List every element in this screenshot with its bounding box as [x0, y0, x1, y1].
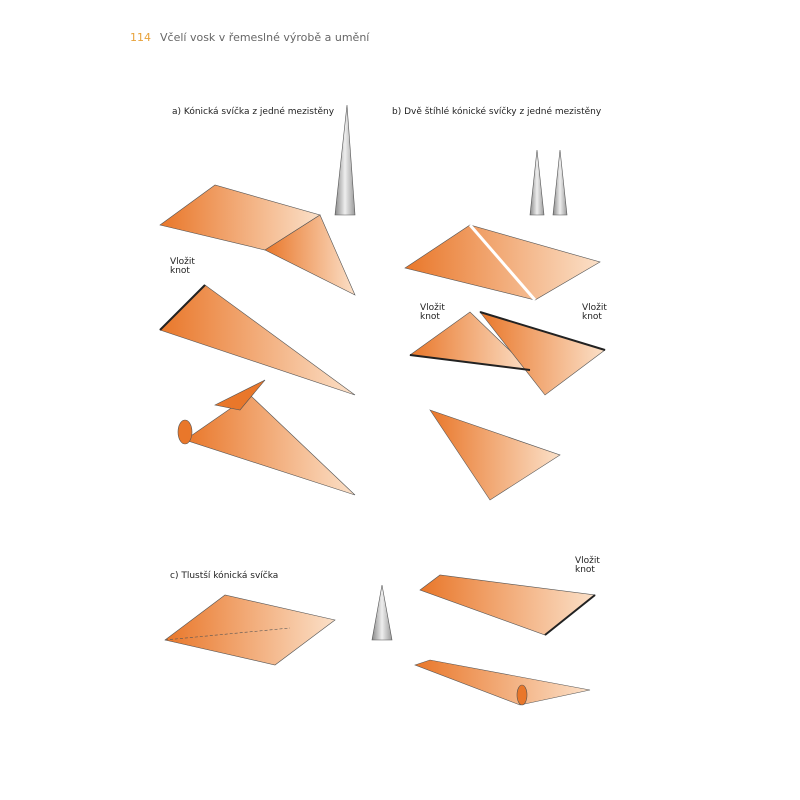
- section-a-caption: a) Kónická svíčka z jedné mezistěny: [172, 107, 335, 117]
- section-b-caption: b) Dvě štíhlé kónické svíčky z jedné mez…: [392, 107, 602, 117]
- page-number: 114: [130, 31, 151, 44]
- running-title: Včelí vosk v řemeslné výrobě a umění: [160, 31, 370, 44]
- candle-icon: [334, 104, 356, 216]
- section-c-caption: c) Tlustší kónická svíčka: [170, 571, 279, 581]
- wax-sheet: [164, 594, 336, 666]
- wax-sheet: [184, 394, 356, 496]
- wax-sheet: [414, 659, 591, 706]
- wax-sheet: [419, 574, 596, 636]
- rolled-candle: [214, 379, 266, 411]
- candle-icon: [552, 149, 568, 216]
- wax-sheet-flap: [264, 214, 356, 296]
- candle-icon: [371, 584, 393, 641]
- candle-icon: [529, 149, 545, 216]
- wax-sheet: [429, 409, 561, 501]
